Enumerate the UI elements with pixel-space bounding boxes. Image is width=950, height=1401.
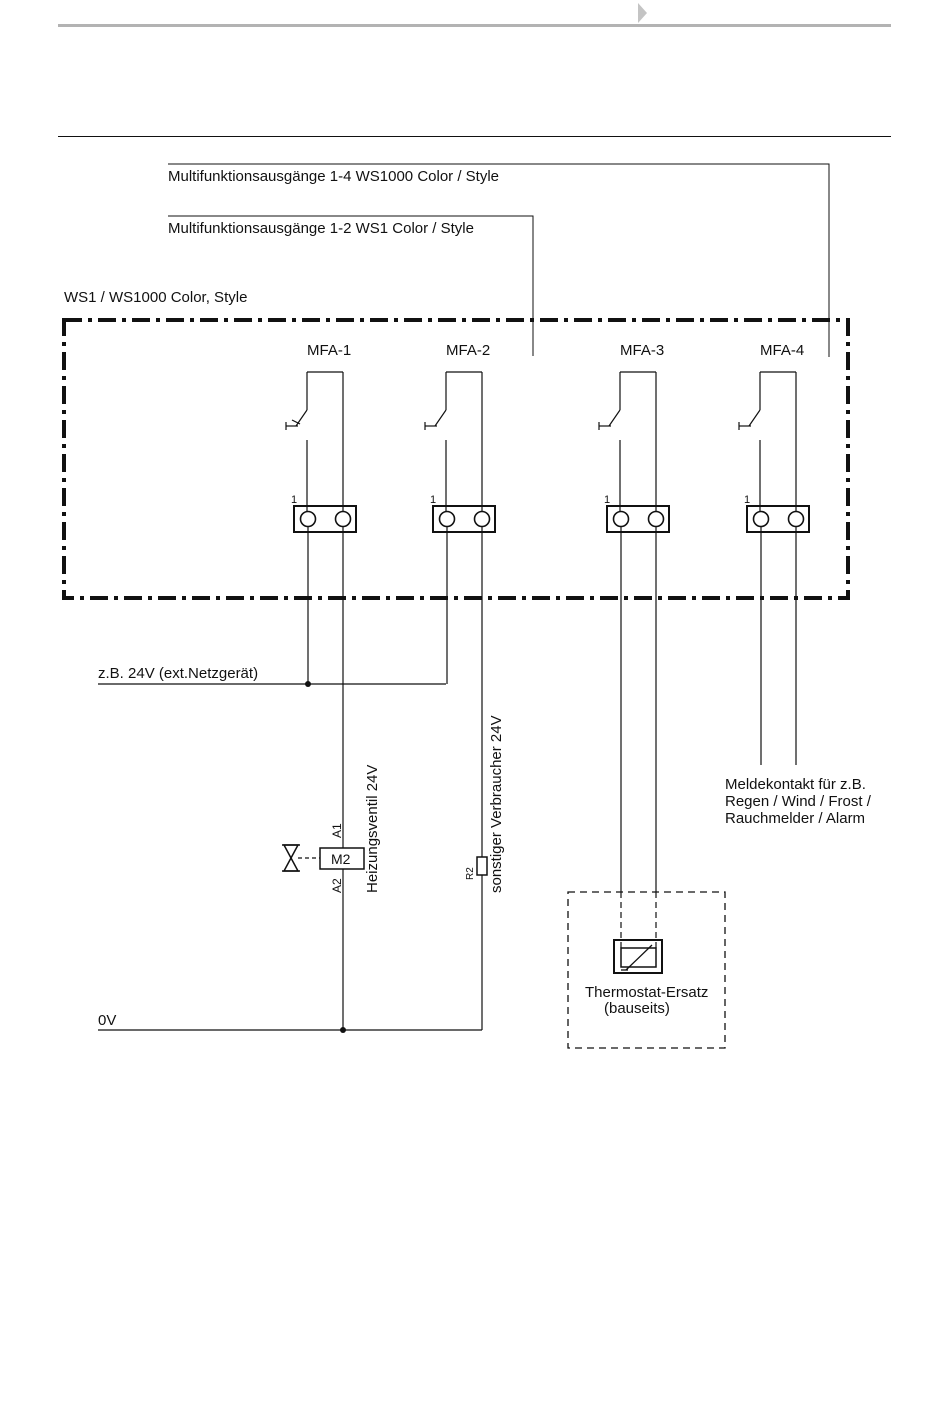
terminal-a1-label: A1 bbox=[330, 823, 344, 838]
output-label-mfa2: MFA-2 bbox=[446, 342, 490, 359]
bus-lines bbox=[168, 163, 830, 357]
output-channel-mfa2 bbox=[424, 371, 496, 533]
thermistor-icon bbox=[613, 939, 663, 974]
device-boundary bbox=[62, 318, 850, 600]
supply-24v-label: z.B. 24V (ext.Netzgerät) bbox=[98, 665, 258, 682]
junction-24v bbox=[305, 681, 311, 687]
consumer-label: sonstiger Verbraucher 24V bbox=[488, 715, 505, 893]
output-label-mfa4: MFA-4 bbox=[760, 342, 804, 359]
motor-label: M2 bbox=[331, 851, 351, 867]
output-label-mfa1: MFA-1 bbox=[307, 342, 351, 359]
resistor-label: R2 bbox=[465, 867, 476, 880]
resistor-r2 bbox=[476, 856, 488, 876]
pin-label-mfa2: 1 bbox=[430, 494, 436, 506]
valve-motor bbox=[282, 844, 365, 872]
signal-contact-line-2: Regen / Wind / Frost / bbox=[725, 793, 872, 810]
thermostat-boundary bbox=[567, 891, 726, 1049]
signal-contact-line-1: Meldekontakt für z.B. bbox=[725, 776, 866, 793]
signal-contact-line-3: Rauchmelder / Alarm bbox=[725, 810, 865, 827]
pin-label-mfa4: 1 bbox=[744, 494, 750, 506]
pin-label-mfa1: 1 bbox=[291, 494, 297, 506]
valve-icon bbox=[282, 844, 300, 872]
pin-label-mfa3: 1 bbox=[604, 494, 610, 506]
output-channel-mfa1 bbox=[285, 371, 357, 533]
page-arrow-icon bbox=[638, 3, 647, 23]
thermostat-label: Thermostat-Ersatz bbox=[585, 984, 708, 1001]
external-wiring bbox=[98, 527, 797, 1031]
output-label-mfa3: MFA-3 bbox=[620, 342, 664, 359]
section-rule bbox=[58, 136, 891, 137]
device-label: WS1 / WS1000 Color, Style bbox=[64, 289, 247, 306]
zero-volt-label: 0V bbox=[98, 1012, 116, 1029]
bus-label-1-4: Multifunktionsausgänge 1-4 WS1000 Color … bbox=[168, 168, 499, 185]
thermostat-sub-label: (bauseits) bbox=[604, 1000, 670, 1017]
bus-label-1-2: Multifunktionsausgänge 1-2 WS1 Color / S… bbox=[168, 220, 474, 237]
junction-0v bbox=[340, 1027, 346, 1033]
terminal-a2-label: A2 bbox=[330, 878, 344, 893]
valve-label: Heizungsventil 24V bbox=[364, 765, 381, 893]
header-rule bbox=[58, 24, 891, 27]
output-channel-mfa4 bbox=[738, 371, 810, 533]
output-channel-mfa3 bbox=[598, 371, 670, 533]
